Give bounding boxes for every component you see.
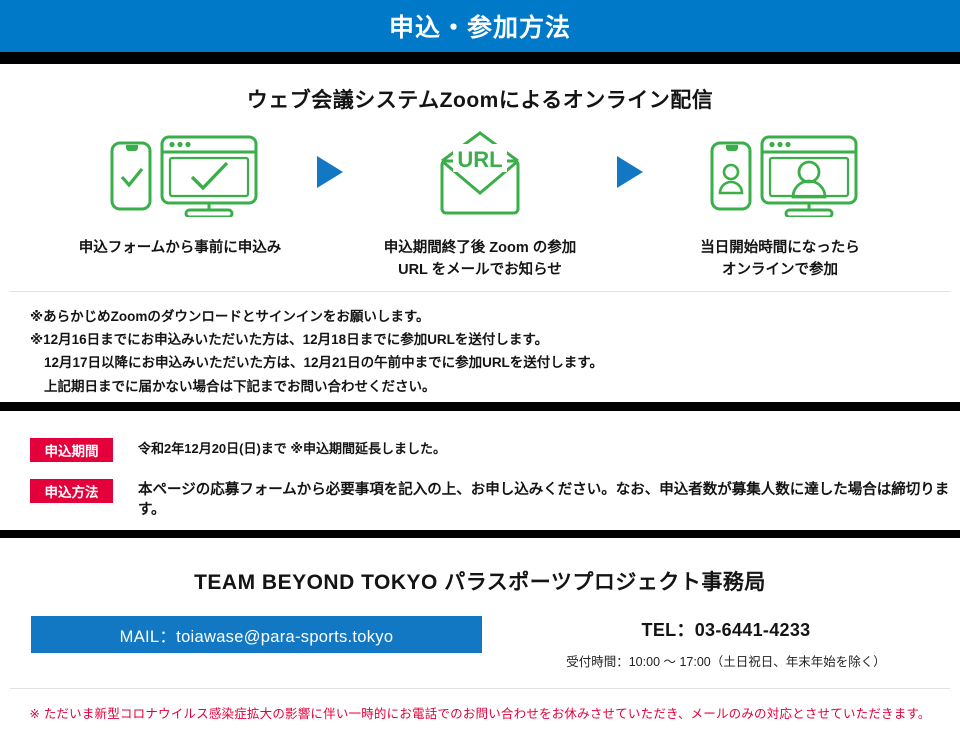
step-label-1-line1: 申込フォームから事前に申込み <box>78 240 282 256</box>
application-bottom-rule <box>0 530 960 538</box>
badge-application-method: 申込方法 <box>30 479 113 503</box>
step-label-3-line1: 当日開始時間になったら <box>700 240 860 256</box>
step-label-2-line2: URL をメールでお知らせ <box>398 261 562 278</box>
step-label-3: 当日開始時間になったら オンラインで参加 <box>700 238 860 282</box>
step-label-2-line1: 申込期間終了後 Zoom の参加 <box>383 240 577 256</box>
application-row-period: 申込期間 令和2年12月20日(日)まで ※申込期間延長しました。 <box>0 438 960 462</box>
step-item-2: URL 申込期間終了後 Zoom の参加 URL をメールでお知らせ <box>360 126 600 282</box>
application-row-method: 申込方法 本ページの応募フォームから必要事項を記入の上、お申し込みください。なお… <box>0 479 960 520</box>
note-line-3: 12月17日以降にお申込みいただいた方は、12月21日の午前中までに参加URLを… <box>44 355 603 371</box>
contact-row: MAIL：toiawase@para-sports.tokyo TEL：03-6… <box>0 616 960 672</box>
notes-divider <box>10 291 950 292</box>
application-top-rule <box>0 402 960 411</box>
step-label-3-line2: オンラインで参加 <box>722 261 838 278</box>
step-label-1: 申込フォームから事前に申込み <box>79 238 282 260</box>
note-line-1: ※あらかじめZoomのダウンロードとサインインをお願いします。 <box>30 309 430 324</box>
triangle-right-icon <box>317 156 343 188</box>
disclaimer-divider <box>10 688 950 689</box>
application-rows: 申込期間 令和2年12月20日(日)まで ※申込期間延長しました。 申込方法 本… <box>0 438 960 537</box>
note-line-4: 上記期日までに届かない場合は下記までお問い合わせください。 <box>44 378 436 394</box>
steps-row: 申込フォームから事前に申込み URL 申込期間終了後 Zoom の参加 URL … <box>0 126 960 278</box>
notes-block: ※あらかじめZoomのダウンロードとサインインをお願いします。 ※12月16日ま… <box>30 305 930 398</box>
step-arrow-1 <box>300 126 360 188</box>
page-header: 申込・参加方法 <box>0 0 960 52</box>
svg-text:URL: URL <box>457 147 502 172</box>
section-subtitle: ウェブ会議システムZoomによるオンライン配信 <box>246 89 714 112</box>
phone-monitor-check-icon <box>100 126 260 222</box>
envelope-url-icon: URL <box>420 126 540 222</box>
step-item-3: 当日開始時間になったら オンラインで参加 <box>660 126 900 282</box>
covid-disclaimer: ※ ただいま新型コロナウイルス感染症拡大の影響に伴い一時的にお電話でのお問い合わ… <box>29 707 931 721</box>
application-period-text: 令和2年12月20日(日)まで ※申込期間延長しました。 <box>138 441 447 456</box>
tel-number: TEL：03-6441-4233 <box>641 620 811 640</box>
tel-hours: 受付時間：10:00 〜 17:00（土日祝日、年末年始を除く） <box>566 655 886 669</box>
badge-application-period: 申込期間 <box>30 438 113 462</box>
mail-button[interactable]: MAIL：toiawase@para-sports.tokyo <box>31 616 482 653</box>
header-black-rule <box>0 52 960 64</box>
step-arrow-2 <box>600 126 660 188</box>
organization-title: TEAM BEYOND TOKYO パラスポーツプロジェクト事務局 <box>194 571 766 594</box>
step-label-2: 申込期間終了後 Zoom の参加 URL をメールでお知らせ <box>384 238 577 282</box>
phone-monitor-person-icon <box>700 126 860 222</box>
note-line-2: ※12月16日までにお申込みいただいた方は、12月18日までに参加URLを送付し… <box>30 332 549 348</box>
tel-block: TEL：03-6441-4233 受付時間：10:00 〜 17:00（土日祝日… <box>482 616 960 670</box>
page-title: 申込・参加方法 <box>388 14 571 42</box>
application-method-text: 本ページの応募フォームから必要事項を記入の上、お申し込みください。なお、申込者数… <box>138 482 950 518</box>
step-item-1: 申込フォームから事前に申込み <box>60 126 300 260</box>
triangle-right-icon <box>617 156 643 188</box>
